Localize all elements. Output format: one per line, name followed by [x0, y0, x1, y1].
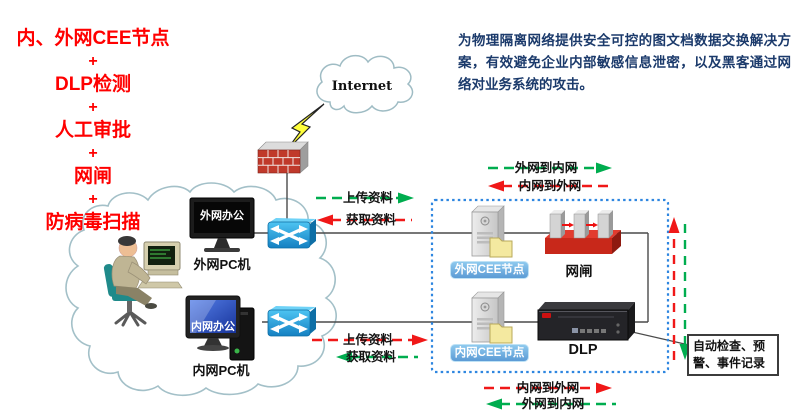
folder-icon	[489, 237, 513, 258]
outer-pc-screen-label: 外网办公	[200, 210, 244, 222]
secure-zone-border	[430, 198, 670, 374]
flow-label-upload-bottom: 上传资料	[342, 333, 393, 347]
gatekeeper-caption: 网闸	[565, 264, 593, 279]
inner-pc-caption: 内网PC机	[192, 363, 250, 378]
flow-label-fetch-top: 获取资料	[345, 213, 396, 227]
feature-plus: +	[88, 99, 98, 116]
internet-cloud	[316, 54, 414, 114]
network-switch-icon-inner	[267, 306, 316, 337]
outer-pc-monitor	[189, 197, 255, 252]
dlp-caption: DLP	[568, 342, 598, 358]
flow-label-ext-to-int-top: 外网到内网	[514, 161, 578, 175]
feature-plus: +	[88, 145, 98, 162]
feature-item: 防病毒扫描	[45, 212, 141, 233]
firewall-icon	[257, 141, 309, 174]
flow-arrows	[312, 162, 691, 410]
flow-label-int-to-ext-top: 内网到外网	[518, 179, 582, 193]
flow-label-int-to-ext-bottom: 内网到外网	[516, 381, 580, 395]
feature-plus: +	[88, 53, 98, 70]
alert-box: 自动检查、预警、事件记录	[687, 334, 779, 376]
folder-icon	[489, 323, 513, 344]
inner-pc-screen-label: 内网办公	[191, 321, 235, 333]
inner-cee-node-label: 内网CEE节点	[450, 344, 529, 362]
inner-pc-monitor	[185, 295, 255, 361]
gatekeeper-device-icon	[545, 210, 621, 254]
feature-item: 内、外网CEE节点	[16, 28, 170, 49]
outer-cee-node-label: 外网CEE节点	[450, 261, 529, 279]
solution-description: 为物理隔离网络提供安全可控的图文档数据交换解决方案，有效避免企业内部敏感信息泄密…	[458, 33, 791, 92]
feature-item: 网闸	[73, 166, 112, 187]
callout-line	[627, 330, 690, 346]
flow-label-upload-top: 上传资料	[342, 191, 393, 205]
network-switch-icon-outer	[267, 218, 316, 249]
flow-label-fetch-bottom: 获取资料	[345, 350, 396, 364]
outer-cee-server-icon	[471, 205, 513, 258]
feature-list: 内、外网CEE节点 + DLP检测 + 人工审批 + 网闸 + 防病毒扫描	[0, 27, 186, 235]
feature-item: 人工审批	[54, 120, 131, 141]
feature-item: DLP检测	[54, 74, 131, 95]
inner-cee-server-icon	[471, 291, 513, 344]
user-illustration	[103, 236, 183, 327]
flow-label-ext-to-int-bottom: 外网到内网	[521, 397, 585, 411]
feature-plus: +	[88, 191, 98, 208]
internet-label: Internet	[331, 79, 393, 94]
dlp-appliance-icon	[537, 302, 635, 341]
outer-pc-caption: 外网PC机	[193, 257, 251, 272]
